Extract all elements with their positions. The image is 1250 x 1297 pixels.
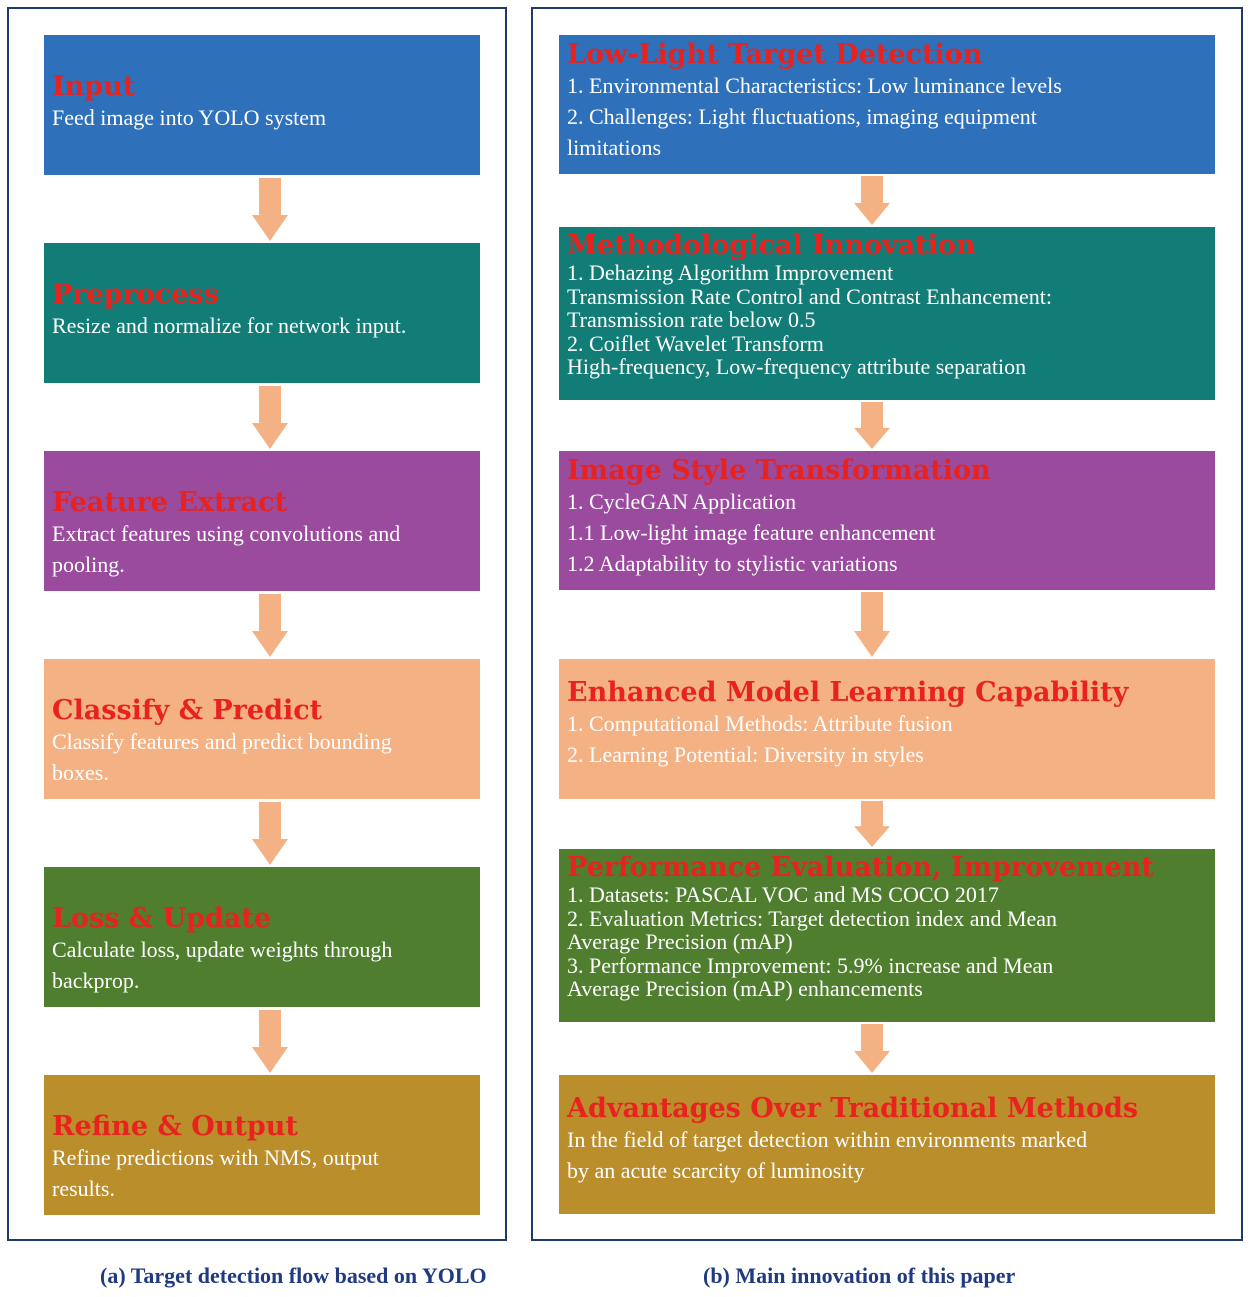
step-text-line: High-frequency, Low-frequency attribute … (567, 354, 1027, 379)
arrow-shape (854, 1024, 890, 1073)
step-title: Methodological Innovation (567, 230, 976, 261)
caption-b: (b) Main innovation of this paper (703, 1263, 1016, 1288)
step-title: Advantages Over Traditional Methods (567, 1093, 1139, 1124)
right-flow-arrow-5 (852, 1024, 892, 1073)
step-text-line: Transmission rate below 0.5 (567, 307, 816, 332)
step-title: Refine & Output (52, 1111, 298, 1142)
caption-a: (a) Target detection flow based on YOLO (100, 1263, 487, 1288)
step-text-line: 1. Environmental Characteristics: Low lu… (567, 73, 1062, 98)
step-text-line: 1. Datasets: PASCAL VOC and MS COCO 2017 (567, 882, 999, 907)
left-flow-arrow-4 (250, 802, 290, 865)
step-title: Input (52, 71, 136, 102)
right-step-6: Advantages Over Traditional Methods In th… (559, 1075, 1215, 1214)
step-text-line: 1. Computational Methods: Attribute fusi… (567, 711, 953, 736)
step-title: Loss & Update (52, 903, 272, 934)
step-title: Performance Evaluation, Improvement (567, 852, 1154, 883)
panel-yolo-flow (7, 7, 507, 1241)
step-text-line: results. (52, 1176, 115, 1201)
step-text-line: 1.2 Adaptability to stylistic variations (567, 551, 898, 576)
arrow-shape (252, 802, 288, 865)
panel-main-innovation (531, 7, 1243, 1241)
right-flow-arrow-1 (852, 176, 892, 225)
right-step-1: Low-Light Target Detection 1. Environment… (559, 35, 1215, 174)
step-text-line: 2. Evaluation Metrics: Target detection … (567, 905, 1058, 931)
arrow-shape (252, 1010, 288, 1073)
step-title: Low-Light Target Detection (567, 39, 983, 70)
step-text-line: Calculate loss, update weights through (52, 937, 393, 962)
step-text-line: Extract features using convolutions and (52, 521, 401, 546)
step-text-line: by an acute scarcity of luminosity (567, 1158, 865, 1183)
step-text-line: pooling. (52, 552, 125, 577)
arrow-shape (854, 801, 890, 847)
step-title: Enhanced Model Learning Capability (567, 677, 1129, 708)
right-flow-arrow-4 (852, 801, 892, 847)
right-step-4: Enhanced Model Learning Capability 1. Com… (559, 659, 1215, 799)
step-text-line: boxes. (52, 760, 109, 785)
left-flow-arrow-3 (250, 594, 290, 657)
step-title: Image Style Transformation (567, 455, 991, 486)
step-text-line: limitations (567, 135, 662, 160)
left-flow-arrow-2 (250, 386, 290, 449)
step-text-line: Transmission Rate Control and Contrast E… (567, 283, 1052, 309)
step-title: Preprocess (52, 279, 219, 310)
step-text-line: 2. Learning Potential: Diversity in styl… (567, 742, 924, 767)
step-text-line: Classify features and predict bounding (52, 729, 392, 754)
arrow-shape (854, 592, 890, 657)
left-flow-arrow-5 (250, 1010, 290, 1073)
step-text-line: Average Precision (mAP) (567, 929, 793, 954)
arrow-shape (252, 386, 288, 449)
step-text-line: 2. Coiflet Wavelet Transform (567, 330, 824, 356)
step-text-line: 1.1 Low-light image feature enhancement (567, 520, 936, 545)
step-title: Classify & Predict (52, 695, 323, 726)
right-flow-arrow-3 (852, 592, 892, 657)
arrow-shape (252, 178, 288, 241)
step-text-line: Resize and normalize for network input. (52, 313, 407, 338)
arrow-shape (252, 594, 288, 657)
step-text-line: backprop. (52, 968, 140, 993)
right-step-3: Image Style Transformation 1. CycleGAN Ap… (559, 451, 1215, 590)
step-text-line: 2. Challenges: Light fluctuations, imagi… (567, 104, 1037, 129)
step-text-line: Feed image into YOLO system (52, 105, 327, 130)
right-flow-arrow-2 (852, 402, 892, 449)
step-text-line: 1. Dehazing Algorithm Improvement (567, 260, 894, 285)
step-title: Feature Extract (52, 487, 288, 518)
step-text-line: Refine predictions with NMS, output (52, 1145, 379, 1170)
step-text-line: 3. Performance Improvement: 5.9% increas… (567, 952, 1054, 978)
step-text-line: In the field of target detection within … (567, 1127, 1088, 1152)
step-text-line: 1. CycleGAN Application (567, 489, 797, 514)
left-flow-arrow-1 (250, 178, 290, 241)
arrow-shape (854, 176, 890, 225)
arrow-shape (854, 402, 890, 449)
step-text-line: Average Precision (mAP) enhancements (567, 976, 923, 1001)
